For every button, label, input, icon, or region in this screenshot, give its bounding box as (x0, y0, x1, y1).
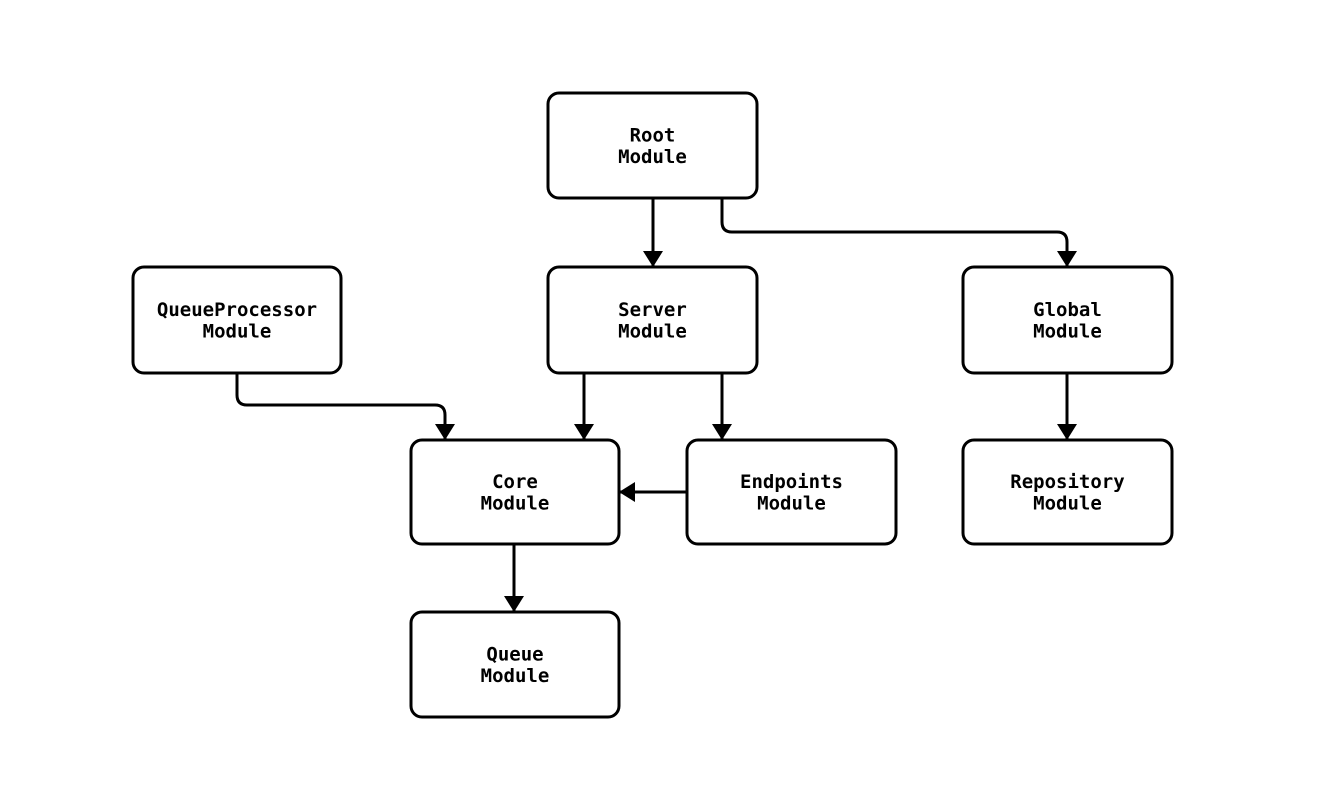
node-label-line: Queue (486, 643, 543, 665)
node-box (546, 91, 759, 200)
arrowhead-icon (1057, 251, 1077, 267)
node-label-line: QueueProcessor (157, 299, 317, 321)
arrowhead-icon (504, 596, 524, 612)
node-label-line: Global (1033, 299, 1102, 321)
arrowhead-icon (1057, 424, 1077, 440)
node-label-line: Module (481, 665, 550, 687)
edge-global-to-repository (1057, 373, 1077, 440)
edge-root-to-server (643, 198, 663, 267)
node-box (546, 265, 759, 375)
node-label-line: Module (481, 492, 550, 514)
arrowhead-icon (619, 482, 635, 502)
node-label-line: Module (203, 320, 272, 342)
node-box (961, 438, 1174, 546)
node-box (131, 265, 343, 375)
edge-line (720, 198, 1069, 267)
node-label-line: Repository (1010, 471, 1124, 493)
node-label-line: Endpoints (740, 471, 843, 493)
node-label-line: Core (492, 471, 538, 493)
edge-server-to-core (574, 373, 594, 440)
node-box (409, 438, 621, 546)
node-label-line: Module (618, 320, 687, 342)
edge-queueprocessor-to-core (235, 373, 455, 440)
node-label-line: Module (618, 146, 687, 168)
arrowhead-icon (712, 424, 732, 440)
edges-layer (235, 198, 1077, 612)
edge-root-to-global (720, 198, 1077, 267)
node-label-line: Server (618, 299, 687, 321)
node-box (409, 610, 621, 719)
node-box (685, 438, 898, 546)
arrowhead-icon (643, 251, 663, 267)
node-label-line: Module (757, 492, 826, 514)
node-box (961, 265, 1174, 375)
node-label-line: Module (1033, 492, 1102, 514)
edge-endpoints-to-core (619, 482, 687, 502)
arrowhead-icon (574, 424, 594, 440)
node-label-line: Root (630, 124, 676, 146)
edge-core-to-queue (504, 544, 524, 612)
arrowhead-icon (435, 424, 455, 440)
edge-server-to-endpoints (712, 373, 732, 440)
edge-line (235, 373, 447, 440)
node-label-line: Module (1033, 320, 1102, 342)
